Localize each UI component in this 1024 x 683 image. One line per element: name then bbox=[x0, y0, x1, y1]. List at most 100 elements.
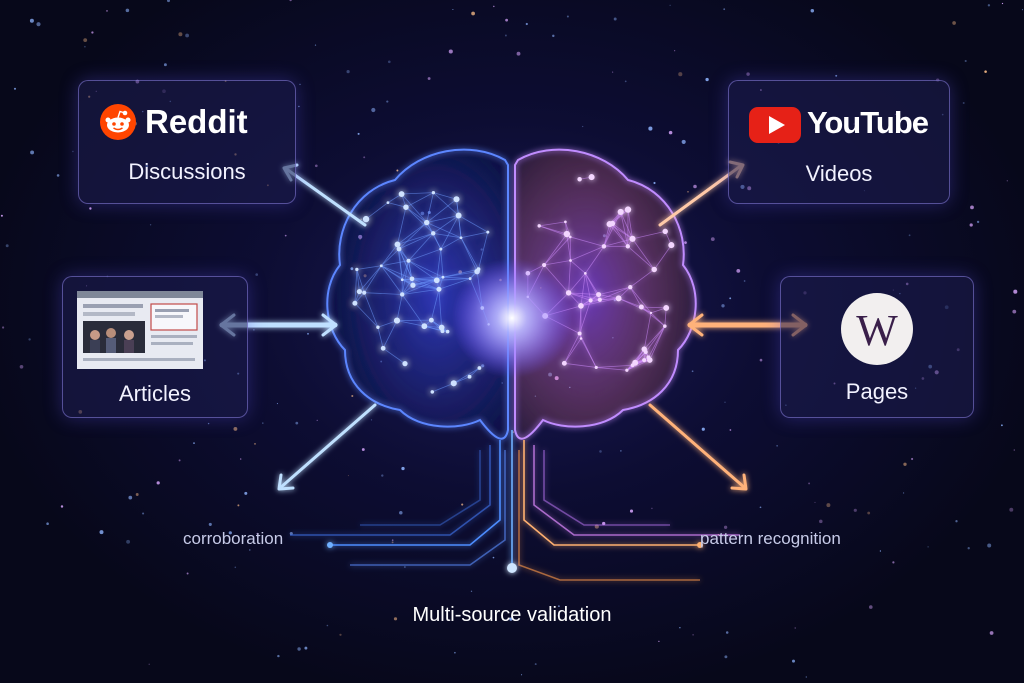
star bbox=[759, 506, 762, 509]
star bbox=[729, 297, 732, 300]
left-caption: corroboration bbox=[183, 529, 284, 548]
star bbox=[347, 475, 349, 477]
brain-link bbox=[408, 260, 438, 281]
brain-node bbox=[394, 241, 401, 248]
brain-link bbox=[568, 292, 582, 307]
brain-node bbox=[564, 220, 567, 224]
brain-node bbox=[651, 266, 657, 273]
brain-node bbox=[609, 220, 616, 227]
star bbox=[237, 504, 240, 507]
brain-link bbox=[632, 230, 666, 240]
brain-link bbox=[629, 286, 642, 308]
star bbox=[28, 338, 31, 341]
brain-node bbox=[445, 329, 450, 334]
brain-node bbox=[568, 235, 572, 239]
brain-node bbox=[577, 176, 582, 182]
youtube-card[interactable]: YouTube Videos bbox=[728, 80, 950, 204]
brain-link bbox=[401, 260, 409, 295]
star bbox=[879, 550, 882, 552]
star bbox=[163, 63, 167, 67]
star bbox=[927, 546, 929, 548]
brain-link bbox=[432, 382, 454, 393]
brain-link bbox=[412, 279, 437, 286]
brain-link bbox=[397, 207, 407, 245]
star bbox=[106, 10, 108, 12]
brain-link bbox=[585, 273, 599, 295]
brain-link bbox=[411, 278, 440, 290]
brain-link bbox=[377, 327, 384, 349]
brain-link bbox=[426, 198, 457, 223]
reddit-card[interactable]: Reddit Discussions bbox=[78, 80, 296, 204]
brain-node bbox=[428, 317, 434, 323]
articles-card[interactable]: Articles bbox=[62, 276, 248, 418]
star bbox=[599, 450, 602, 453]
star bbox=[304, 646, 308, 650]
brain-link bbox=[570, 260, 586, 274]
star bbox=[976, 220, 980, 224]
brain-node bbox=[380, 345, 386, 351]
star bbox=[509, 617, 513, 621]
brain-link bbox=[664, 307, 667, 327]
star bbox=[853, 508, 857, 512]
brain-node bbox=[398, 191, 405, 197]
brain-link bbox=[396, 294, 403, 321]
brain-link bbox=[579, 300, 592, 334]
star bbox=[386, 100, 389, 103]
brain-node bbox=[615, 295, 622, 302]
brain-link bbox=[469, 367, 480, 378]
brain-link bbox=[580, 273, 586, 306]
star bbox=[91, 31, 94, 34]
youtube-card-label: Videos bbox=[805, 161, 873, 186]
brain-link bbox=[401, 294, 425, 327]
brain-link bbox=[564, 362, 597, 368]
star bbox=[1006, 180, 1008, 182]
brain-link bbox=[579, 333, 597, 368]
brain-link bbox=[570, 245, 605, 261]
brain-link bbox=[363, 292, 379, 328]
article-thumbnail-icon bbox=[77, 291, 203, 369]
brain-link bbox=[460, 231, 488, 239]
brain-node bbox=[628, 284, 633, 290]
star bbox=[2, 326, 5, 329]
star bbox=[99, 530, 104, 535]
brain-link bbox=[568, 292, 599, 295]
star bbox=[516, 51, 521, 56]
star bbox=[794, 627, 796, 629]
star bbox=[669, 4, 671, 6]
star bbox=[648, 126, 653, 131]
brain-node bbox=[430, 231, 436, 236]
brain-node bbox=[450, 380, 457, 387]
wikipedia-card[interactable]: W Pages bbox=[780, 276, 974, 418]
brain-link bbox=[603, 224, 611, 247]
star bbox=[746, 72, 750, 76]
brain-node bbox=[629, 235, 636, 242]
brain-link bbox=[440, 237, 462, 250]
brain-link bbox=[596, 367, 627, 371]
star bbox=[46, 522, 49, 525]
star bbox=[391, 541, 394, 544]
star bbox=[613, 17, 617, 21]
brain-node bbox=[588, 174, 595, 181]
star bbox=[1001, 2, 1004, 5]
brain-link bbox=[620, 211, 633, 239]
star bbox=[361, 448, 365, 451]
star bbox=[249, 549, 251, 551]
brain-link bbox=[612, 223, 633, 240]
star bbox=[346, 70, 350, 74]
brain-link bbox=[629, 286, 652, 314]
brain-link bbox=[478, 232, 489, 270]
brain-link bbox=[564, 333, 580, 364]
star bbox=[653, 181, 656, 185]
brain-link bbox=[543, 236, 571, 266]
star bbox=[964, 59, 967, 63]
brain-node bbox=[569, 259, 572, 262]
star bbox=[298, 105, 300, 108]
brain-link bbox=[442, 276, 471, 279]
star bbox=[558, 605, 560, 608]
brain-link bbox=[405, 206, 434, 234]
brain-node bbox=[410, 282, 416, 288]
brain-link bbox=[432, 215, 459, 234]
star bbox=[326, 624, 329, 627]
brain-node bbox=[438, 324, 445, 331]
brain-node bbox=[649, 311, 653, 315]
